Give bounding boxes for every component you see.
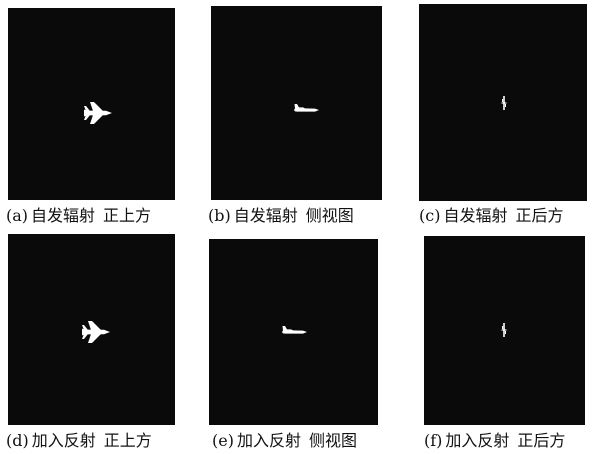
caption-label: (f): [424, 431, 443, 450]
caption-view: 侧视图: [305, 206, 354, 225]
caption-text: 自发辐射: [443, 206, 508, 225]
caption-text: 加入反射: [445, 431, 510, 450]
caption-view: 正后方: [515, 206, 564, 225]
caption-text: 自发辐射: [31, 206, 96, 225]
aircraft-top-view-icon: [84, 102, 112, 124]
caption-view: 正上方: [103, 206, 152, 225]
aircraft-top-view-icon: [82, 321, 110, 343]
caption-view: 正上方: [103, 431, 152, 450]
aircraft-rear-view-icon: [500, 96, 508, 110]
panel-e: [209, 239, 378, 425]
caption-text: 自发辐射: [233, 206, 298, 225]
caption-label: (b): [208, 206, 231, 225]
caption-c: (c)自发辐射正后方: [419, 206, 563, 226]
panel-d: [8, 234, 175, 425]
caption-label: (d): [6, 431, 29, 450]
caption-a: (a)自发辐射正上方: [6, 206, 151, 226]
panel-f: [424, 236, 585, 425]
caption-e: (e)加入反射侧视图: [212, 431, 357, 451]
panel-b: [211, 6, 382, 200]
caption-label: (c): [419, 206, 441, 225]
caption-d: (d)加入反射正上方: [6, 431, 152, 451]
caption-text: 加入反射: [31, 431, 96, 450]
caption-text: 加入反射: [236, 431, 301, 450]
aircraft-rear-view-icon: [500, 323, 508, 337]
caption-b: (b)自发辐射侧视图: [208, 206, 354, 226]
panel-a: [8, 8, 175, 200]
aircraft-side-view-icon: [294, 104, 319, 112]
caption-view: 侧视图: [308, 431, 357, 450]
caption-label: (a): [6, 206, 29, 225]
caption-view: 正后方: [517, 431, 566, 450]
caption-label: (e): [212, 431, 234, 450]
panel-c: [419, 4, 587, 201]
caption-f: (f)加入反射正后方: [424, 431, 565, 451]
aircraft-side-view-icon: [282, 326, 307, 334]
